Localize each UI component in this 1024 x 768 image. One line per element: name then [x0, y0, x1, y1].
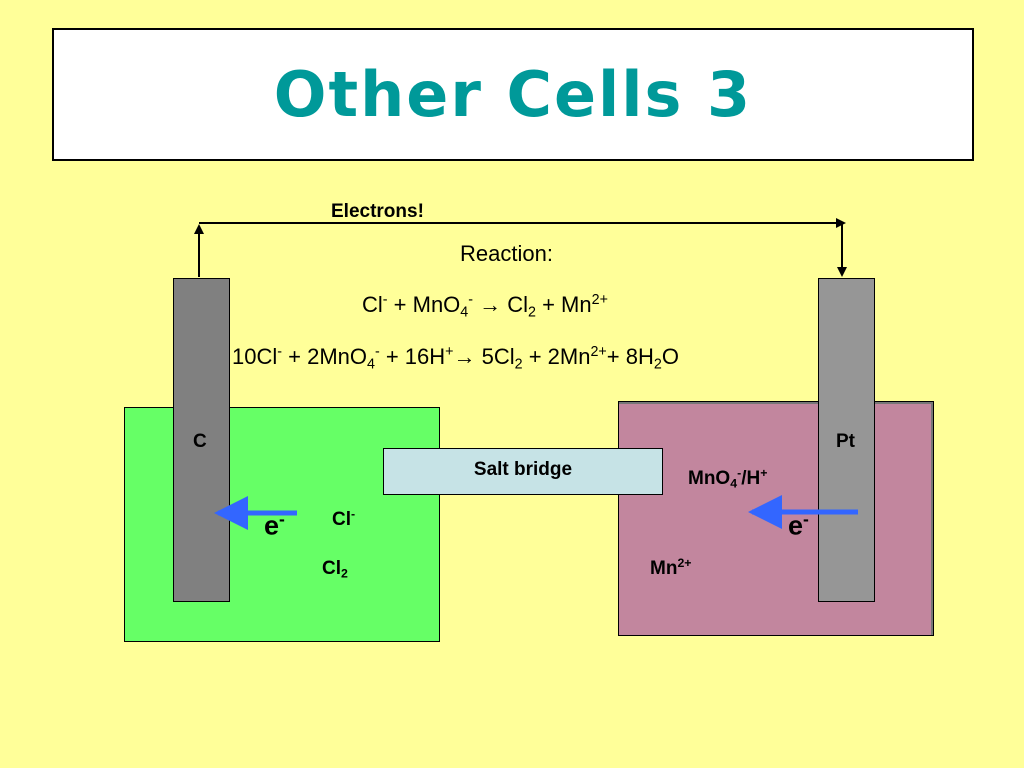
reaction-equation-1: Cl- + MnO4- → Cl2 + Mn2+ [362, 292, 608, 321]
left-electrode-label: C [193, 431, 207, 452]
reaction-equation-2: 10Cl- + 2MnO4- + 16H+→ 5Cl2 + 2Mn2++ 8H2… [232, 344, 679, 373]
left-electrode [173, 278, 230, 602]
left-electron-label: e- [264, 509, 285, 541]
left-species-chloride: Cl- [332, 507, 356, 530]
right-species-permanganate: MnO4-/H+ [688, 466, 768, 491]
salt-bridge-label: Salt bridge [473, 459, 573, 480]
right-electrode-label: Pt [836, 431, 855, 452]
title-box: Other Cells 3 [52, 28, 974, 161]
salt-bridge: Salt bridge [383, 448, 663, 495]
left-species-chlorine: Cl2 [322, 558, 348, 581]
reaction-heading: Reaction: [460, 241, 553, 266]
right-species-manganese: Mn2+ [650, 556, 692, 579]
slide-title: Other Cells 3 [273, 58, 753, 131]
right-electrode [818, 278, 875, 602]
electrons-label: Electrons! [331, 201, 424, 222]
right-electron-label: e- [788, 509, 809, 541]
